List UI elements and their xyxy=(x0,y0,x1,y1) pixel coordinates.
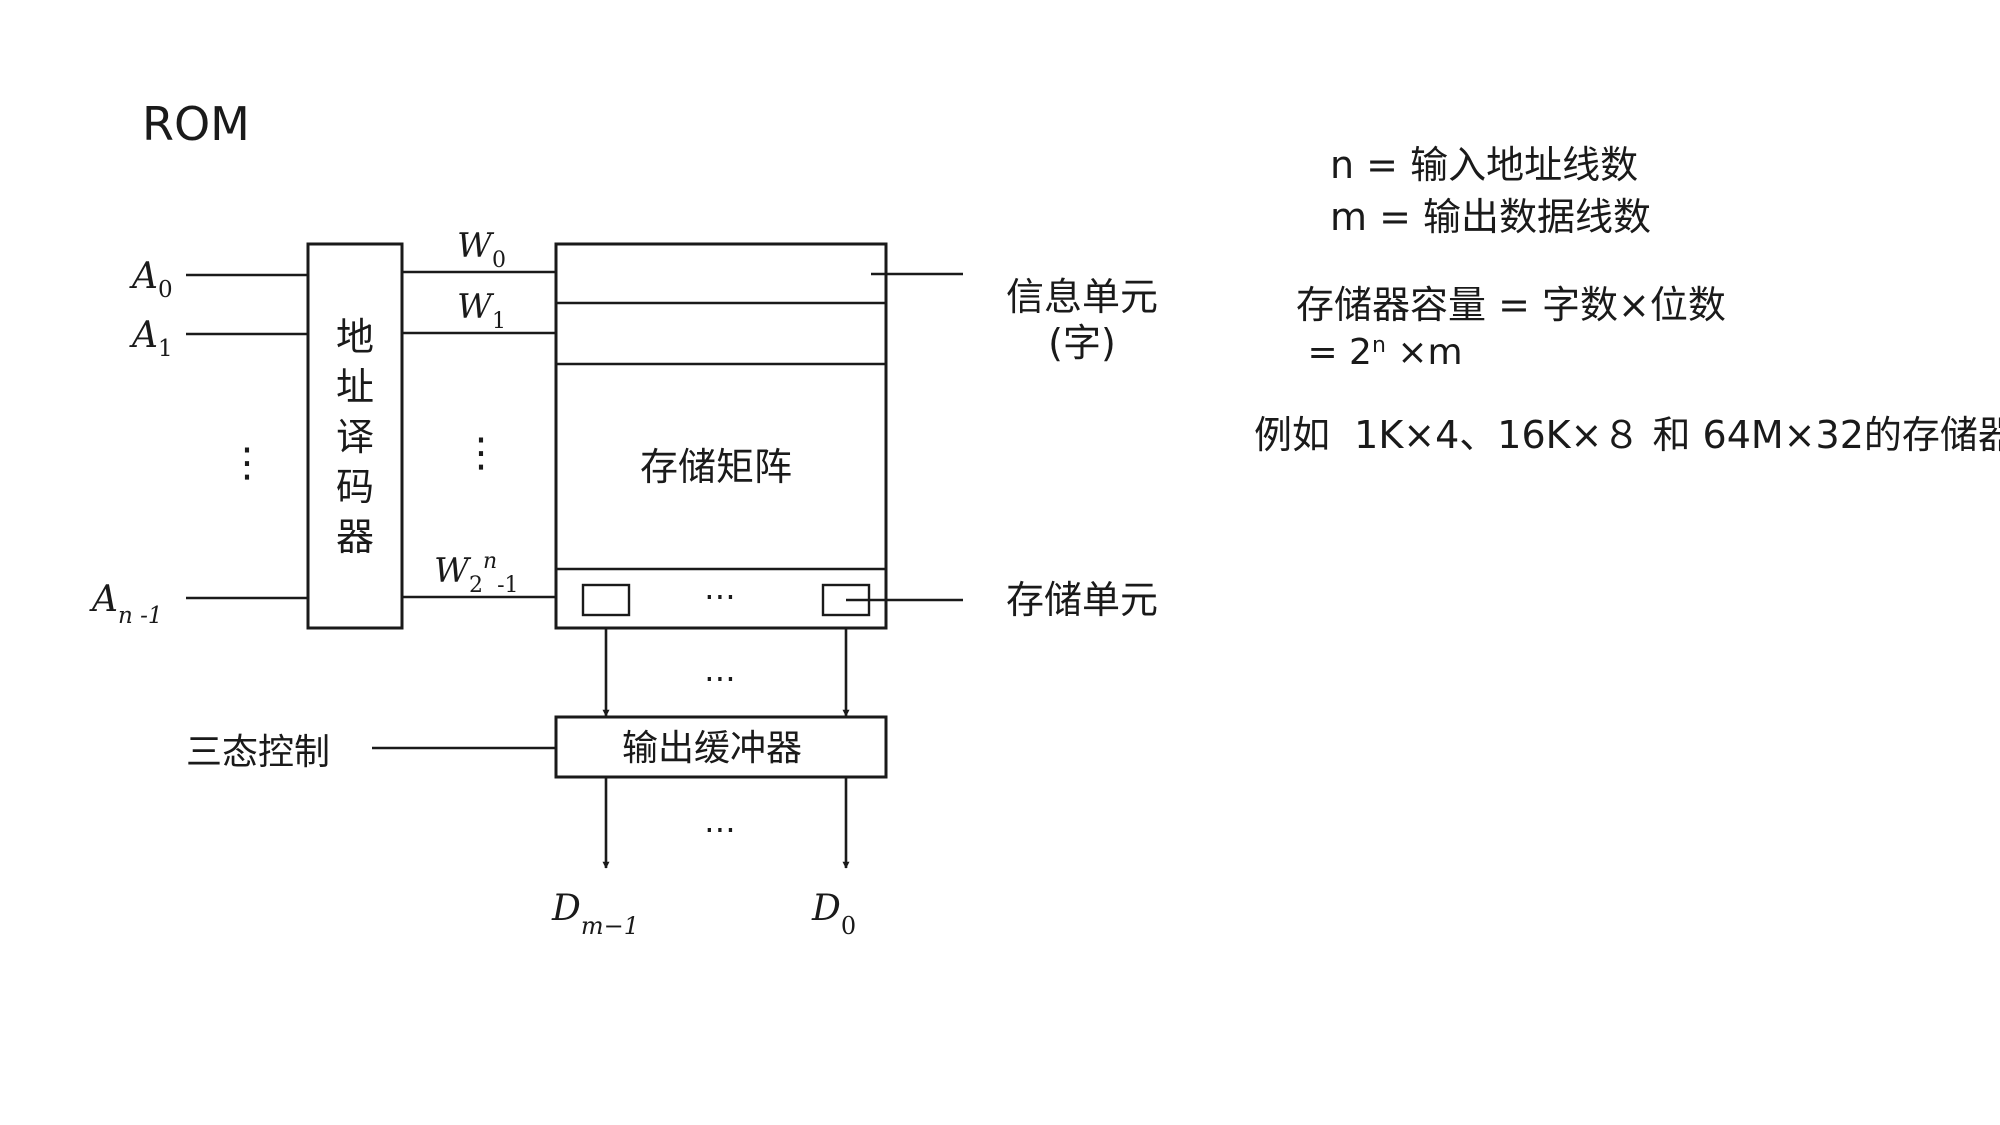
address-decoder-box xyxy=(306,242,404,630)
note-capacity-formula: 存储器容量 = 字数×位数 xyxy=(1296,283,1726,327)
info-unit-sublabel: (字) xyxy=(1048,321,1116,365)
decoder-char-2: 址 xyxy=(336,365,374,409)
output-buffer-label: 输出缓冲器 xyxy=(622,728,802,769)
word-line-ellipsis: ⋮ xyxy=(461,430,501,476)
note-capacity-value: = 2n ×m xyxy=(1296,332,1463,373)
note-example: 例如 1K×4、16K×８ 和 64M×32的存储器 xyxy=(1254,413,2000,457)
storage-cell-ellipsis: ⋯ xyxy=(704,577,736,615)
output-label-d0: D0 xyxy=(811,888,856,940)
page-title: ROM xyxy=(142,97,250,151)
address-label-a1: A1 xyxy=(129,315,173,362)
note-m-definition: m = 输出数据线数 xyxy=(1330,195,1651,239)
storage-matrix-box xyxy=(554,242,888,630)
decoder-char-1: 地 xyxy=(336,315,374,359)
word-label-w1: W1 xyxy=(457,287,506,334)
bit-arrow-ellipsis: ⋯ xyxy=(704,659,736,697)
tri-state-label: 三态控制 xyxy=(186,732,330,773)
address-ellipsis: ⋮ xyxy=(227,440,267,486)
decoder-char-5: 器 xyxy=(336,515,374,559)
storage-cell-left xyxy=(581,583,631,617)
storage-matrix-label: 存储矩阵 xyxy=(640,445,792,489)
output-label-dm1: Dm−1 xyxy=(551,888,639,940)
storage-unit-label: 存储单元 xyxy=(1006,578,1158,622)
word-label-wlast: W2n-1 xyxy=(434,549,519,598)
decoder-char-3: 译 xyxy=(336,415,374,459)
info-unit-label: 信息单元 xyxy=(1006,275,1158,319)
note-n-definition: n = 输入地址线数 xyxy=(1330,143,1638,187)
word-label-w0: W0 xyxy=(457,226,506,273)
address-label-a0: A0 xyxy=(129,256,173,303)
address-label-an1: An -1 xyxy=(89,579,163,629)
decoder-char-4: 码 xyxy=(336,465,374,509)
output-ellipsis: ⋯ xyxy=(704,810,736,848)
